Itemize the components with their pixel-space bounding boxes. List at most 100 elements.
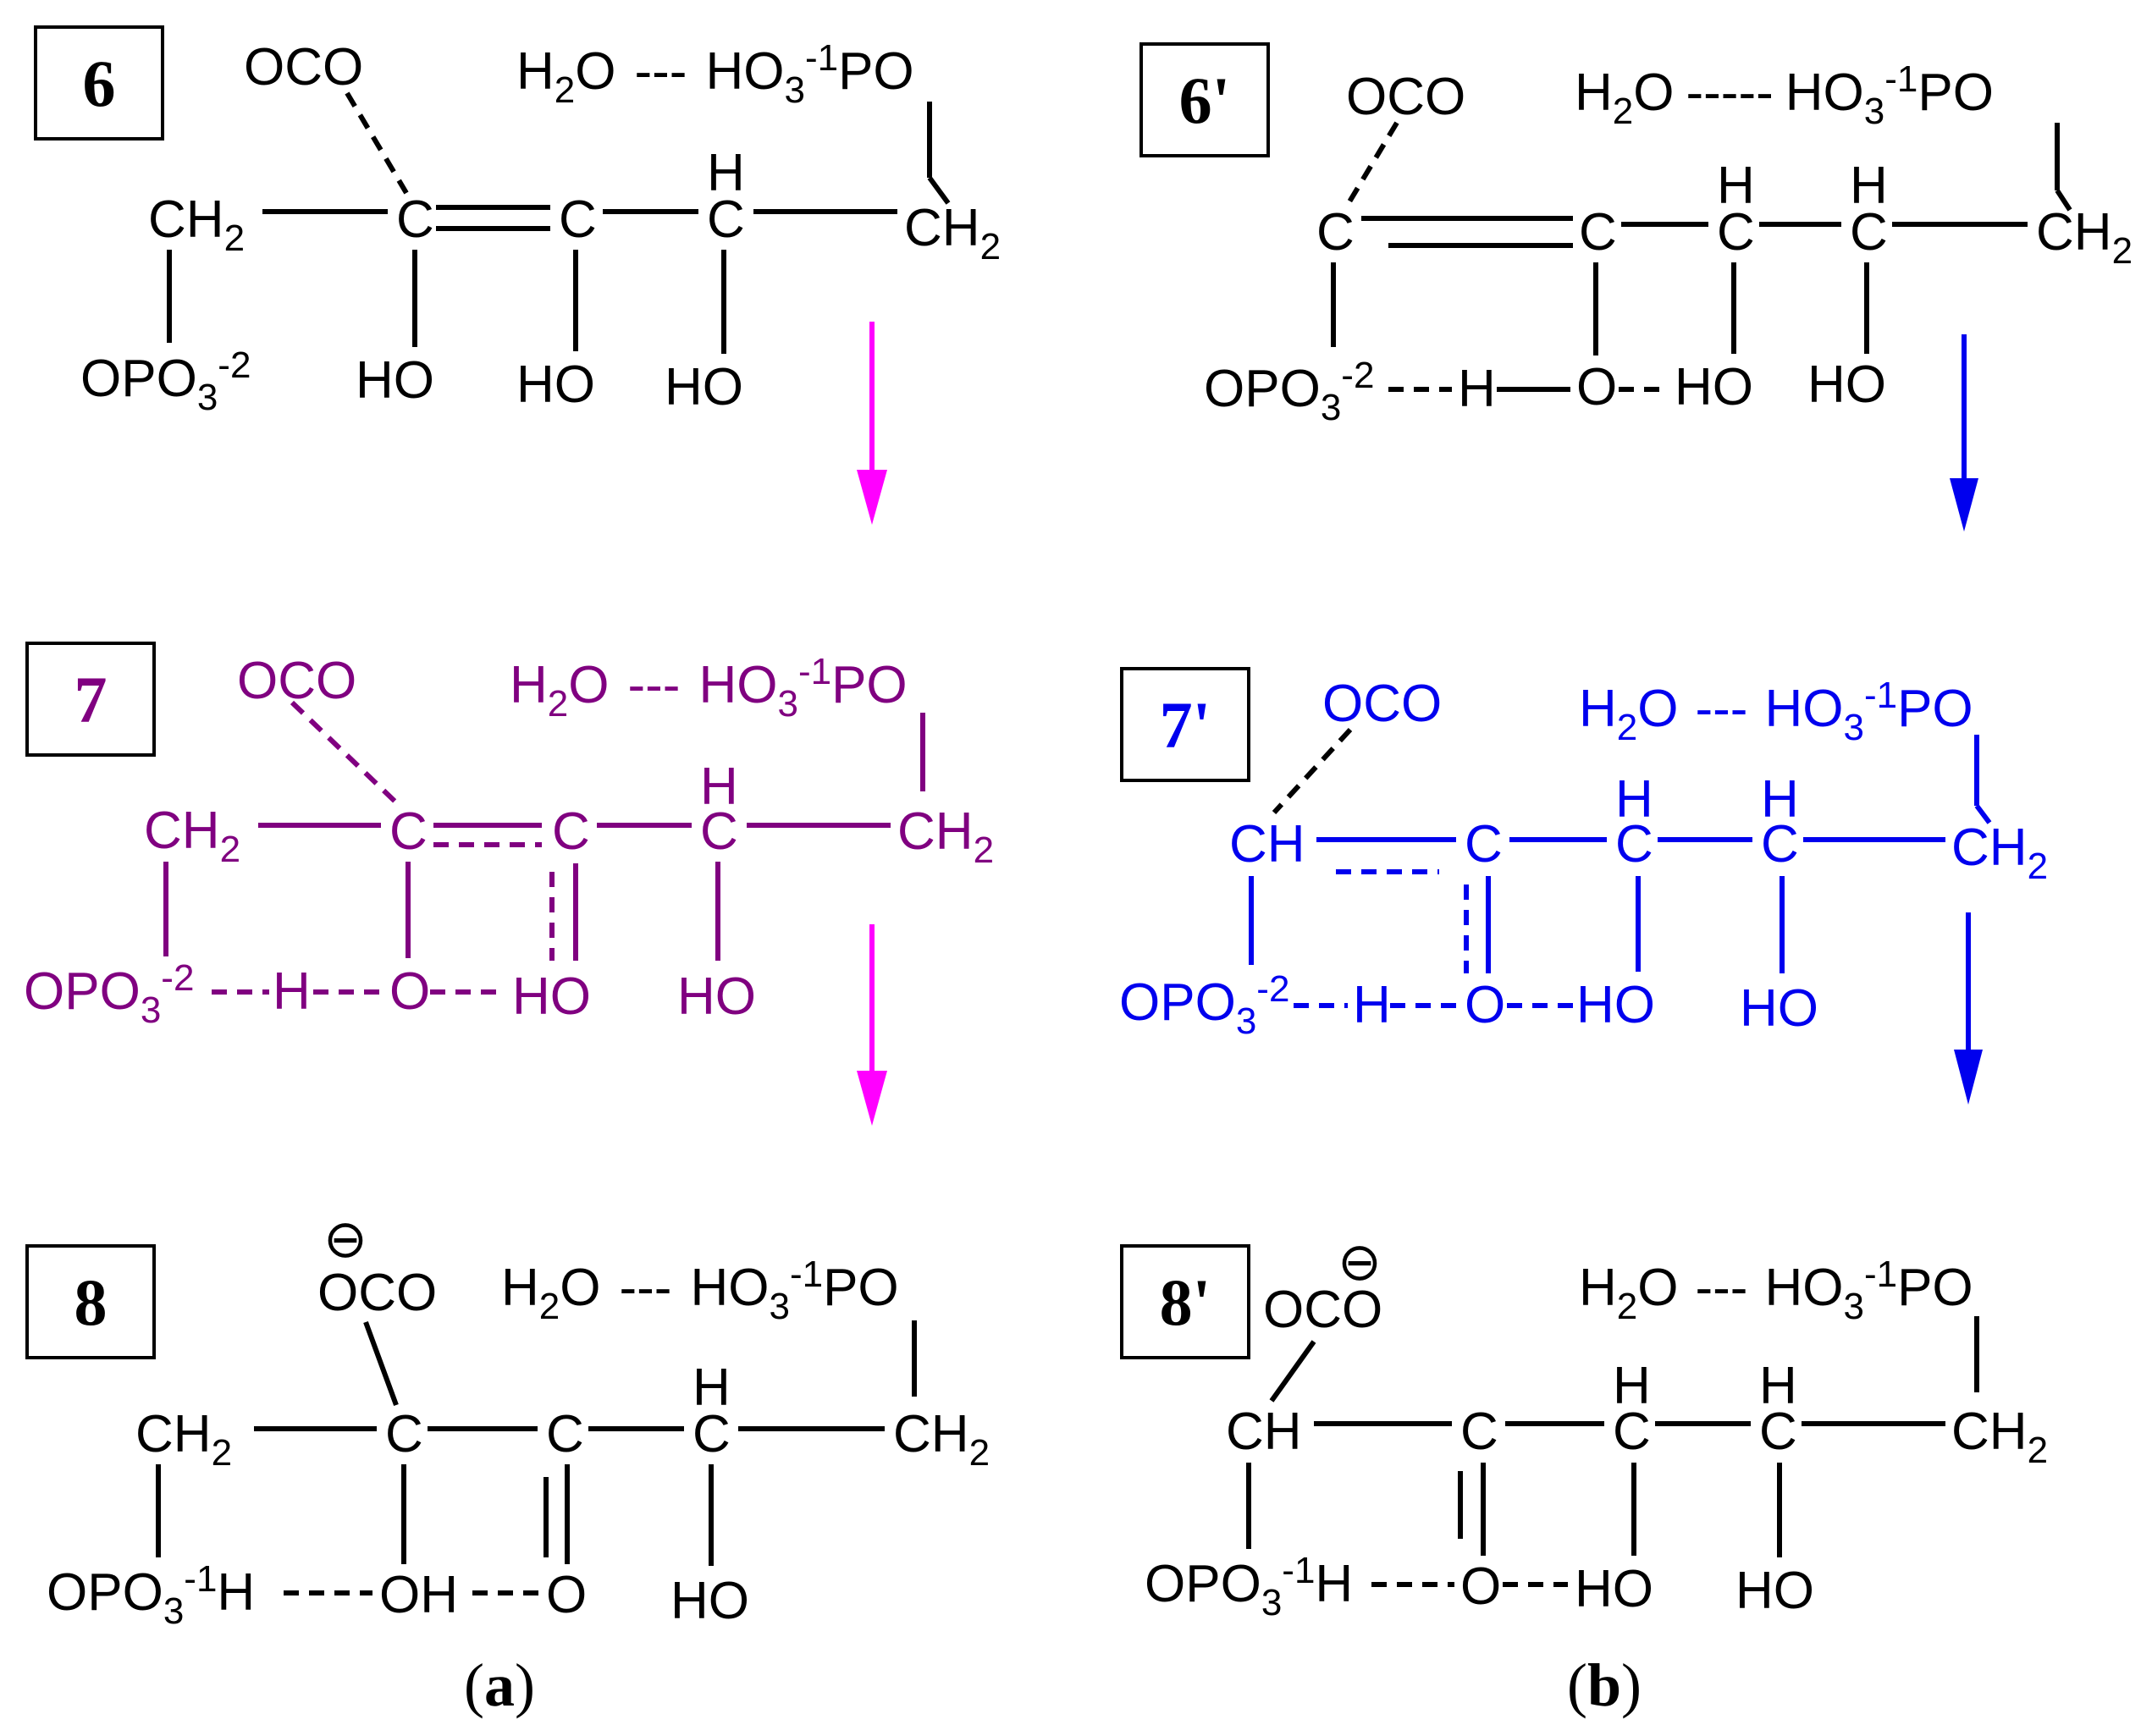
c4: C [1613,1403,1651,1461]
water-phosphate: H2O-----HO3-1PO [1575,58,1994,132]
opo3-left: OPO3-1H [1145,1550,1353,1623]
minus-charge-icon: ⊖ [323,1210,367,1269]
arrow-7p-to-8p [1954,912,1983,1105]
h-c4: H [707,144,745,202]
label-box-8 [25,1244,156,1359]
c5: C [1761,815,1799,874]
water-phosphate: H2O---HO3-1PO [501,1254,899,1327]
opo3-left: OPO3-2 [1119,968,1289,1042]
structure-7-prime: 7' OCO H2O---HO3-1PO CH C H C H C CH2 OP… [1119,667,2048,1042]
ho-c3: HO [512,967,591,1026]
structure-6: 6 OCO H2O---HO3-1PO CH2 C C H C CH2 OPO3… [34,25,1001,418]
c3: C [1579,203,1617,262]
c4: C [693,1405,731,1463]
panel-label-b: (b) [1567,1651,1642,1719]
label-8: 8 [74,1265,108,1339]
bond [2055,189,2072,212]
water-phosphate: H2O---HO3-1PO [1579,1254,1973,1327]
ch2-right: CH2 [904,199,1001,267]
oco-group: OCO [1263,1281,1382,1339]
c3: C [1465,815,1503,874]
structure-6-prime: 6' OCO H2O-----HO3-1PO C C H C H C CH2 O… [1139,42,2133,428]
label-7: 7 [74,663,108,736]
water-phosphate: H2O---HO3-1PO [1579,675,1973,748]
ch-c2: CH [1226,1403,1302,1461]
panel-label-a: (a) [464,1651,535,1719]
o-c3: O [1460,1557,1501,1616]
oco-group: OCO [1346,68,1465,126]
h-bridge: H [1353,976,1391,1034]
c3: C [546,1405,584,1463]
c3: C [552,802,590,861]
ho-c3: HO [516,355,595,414]
structure-8-prime: 8' ⊖ OCO H2O---HO3-1PO CH C H C H C CH2 … [1120,1233,2048,1623]
h-bridge: H [273,962,311,1021]
ho-c4: HO [1675,358,1753,416]
h-bridge: H [1458,360,1496,418]
oco-group: OCO [244,38,363,96]
oco-group: OCO [1322,675,1442,733]
bond [363,1320,399,1407]
c4: C [707,190,745,249]
ho-c5: HO [1735,1562,1814,1620]
ch2-right: CH2 [1951,818,2048,887]
water-phosphate: H2O---HO3-1PO [510,651,908,725]
arrow-6p-to-7p [1950,334,1978,532]
o-c3: O [1465,976,1505,1034]
ch2-left: CH2 [135,1405,232,1474]
label-box-7-prime [1120,667,1250,782]
ch2-left: CH2 [148,190,245,259]
c2: C [385,1405,423,1463]
h-c4: H [700,758,738,816]
ho-c4: HO [670,1572,749,1630]
ch2-right: CH2 [1951,1403,2048,1471]
h-c4: H [1615,770,1653,829]
c3: C [1460,1403,1498,1461]
opo3-left: OPO3-2 [80,344,251,418]
oco-group: OCO [237,652,356,710]
h-c4: H [693,1358,731,1417]
c2: C [389,802,428,861]
c5: C [1759,1403,1797,1461]
h-c4: H [1613,1357,1651,1415]
ho-c5: HO [1807,355,1886,414]
ho-c4: HO [1575,1560,1653,1618]
o-c3: O [546,1566,587,1624]
label-6: 6 [83,47,116,120]
ch2-right: CH2 [897,802,994,871]
h-c5: H [1759,1357,1797,1415]
label-box-8-prime [1120,1244,1250,1359]
ch2-left: CH2 [144,802,240,870]
label-6-prime: 6' [1179,63,1231,137]
bond [290,700,402,808]
opo3-left: OPO3-1H [47,1558,255,1632]
structure-8: 8 ⊖ OCO H2O---HO3-1PO CH2 C C H C CH2 OP… [25,1210,990,1632]
water-phosphate: H2O---HO3-1PO [516,37,914,111]
bond [927,176,951,205]
label-8-prime: 8' [1160,1265,1211,1339]
arrow-6-to-7 [857,322,887,525]
label-box-6 [34,25,164,141]
h-c5: H [1850,157,1888,215]
label-box-7 [25,642,156,757]
structure-7: 7 OCO H2O---HO3-1PO CH2 C C H C CH2 OPO3… [24,642,994,1031]
bond [1974,804,1992,824]
c4: C [1717,203,1755,262]
minus-charge-icon: ⊖ [1338,1233,1382,1292]
dashed-bond [1272,727,1353,815]
opo3-left: OPO3-2 [24,957,194,1031]
c3: C [559,190,597,249]
ho-c2: HO [356,351,434,410]
label-7-prime: 7' [1160,688,1211,762]
o-c3: O [1576,358,1617,416]
oh-c2: OH [379,1566,458,1624]
opo3-left: OPO3-2 [1204,355,1374,428]
ho-c4: HO [665,358,743,416]
dashed-bond [345,91,409,195]
h-c5: H [1761,770,1799,829]
c2: C [1316,203,1355,262]
bond [1269,1340,1316,1403]
c5: C [1850,203,1888,262]
dashed-bond [1344,121,1399,209]
ho-c4: HO [677,967,756,1026]
